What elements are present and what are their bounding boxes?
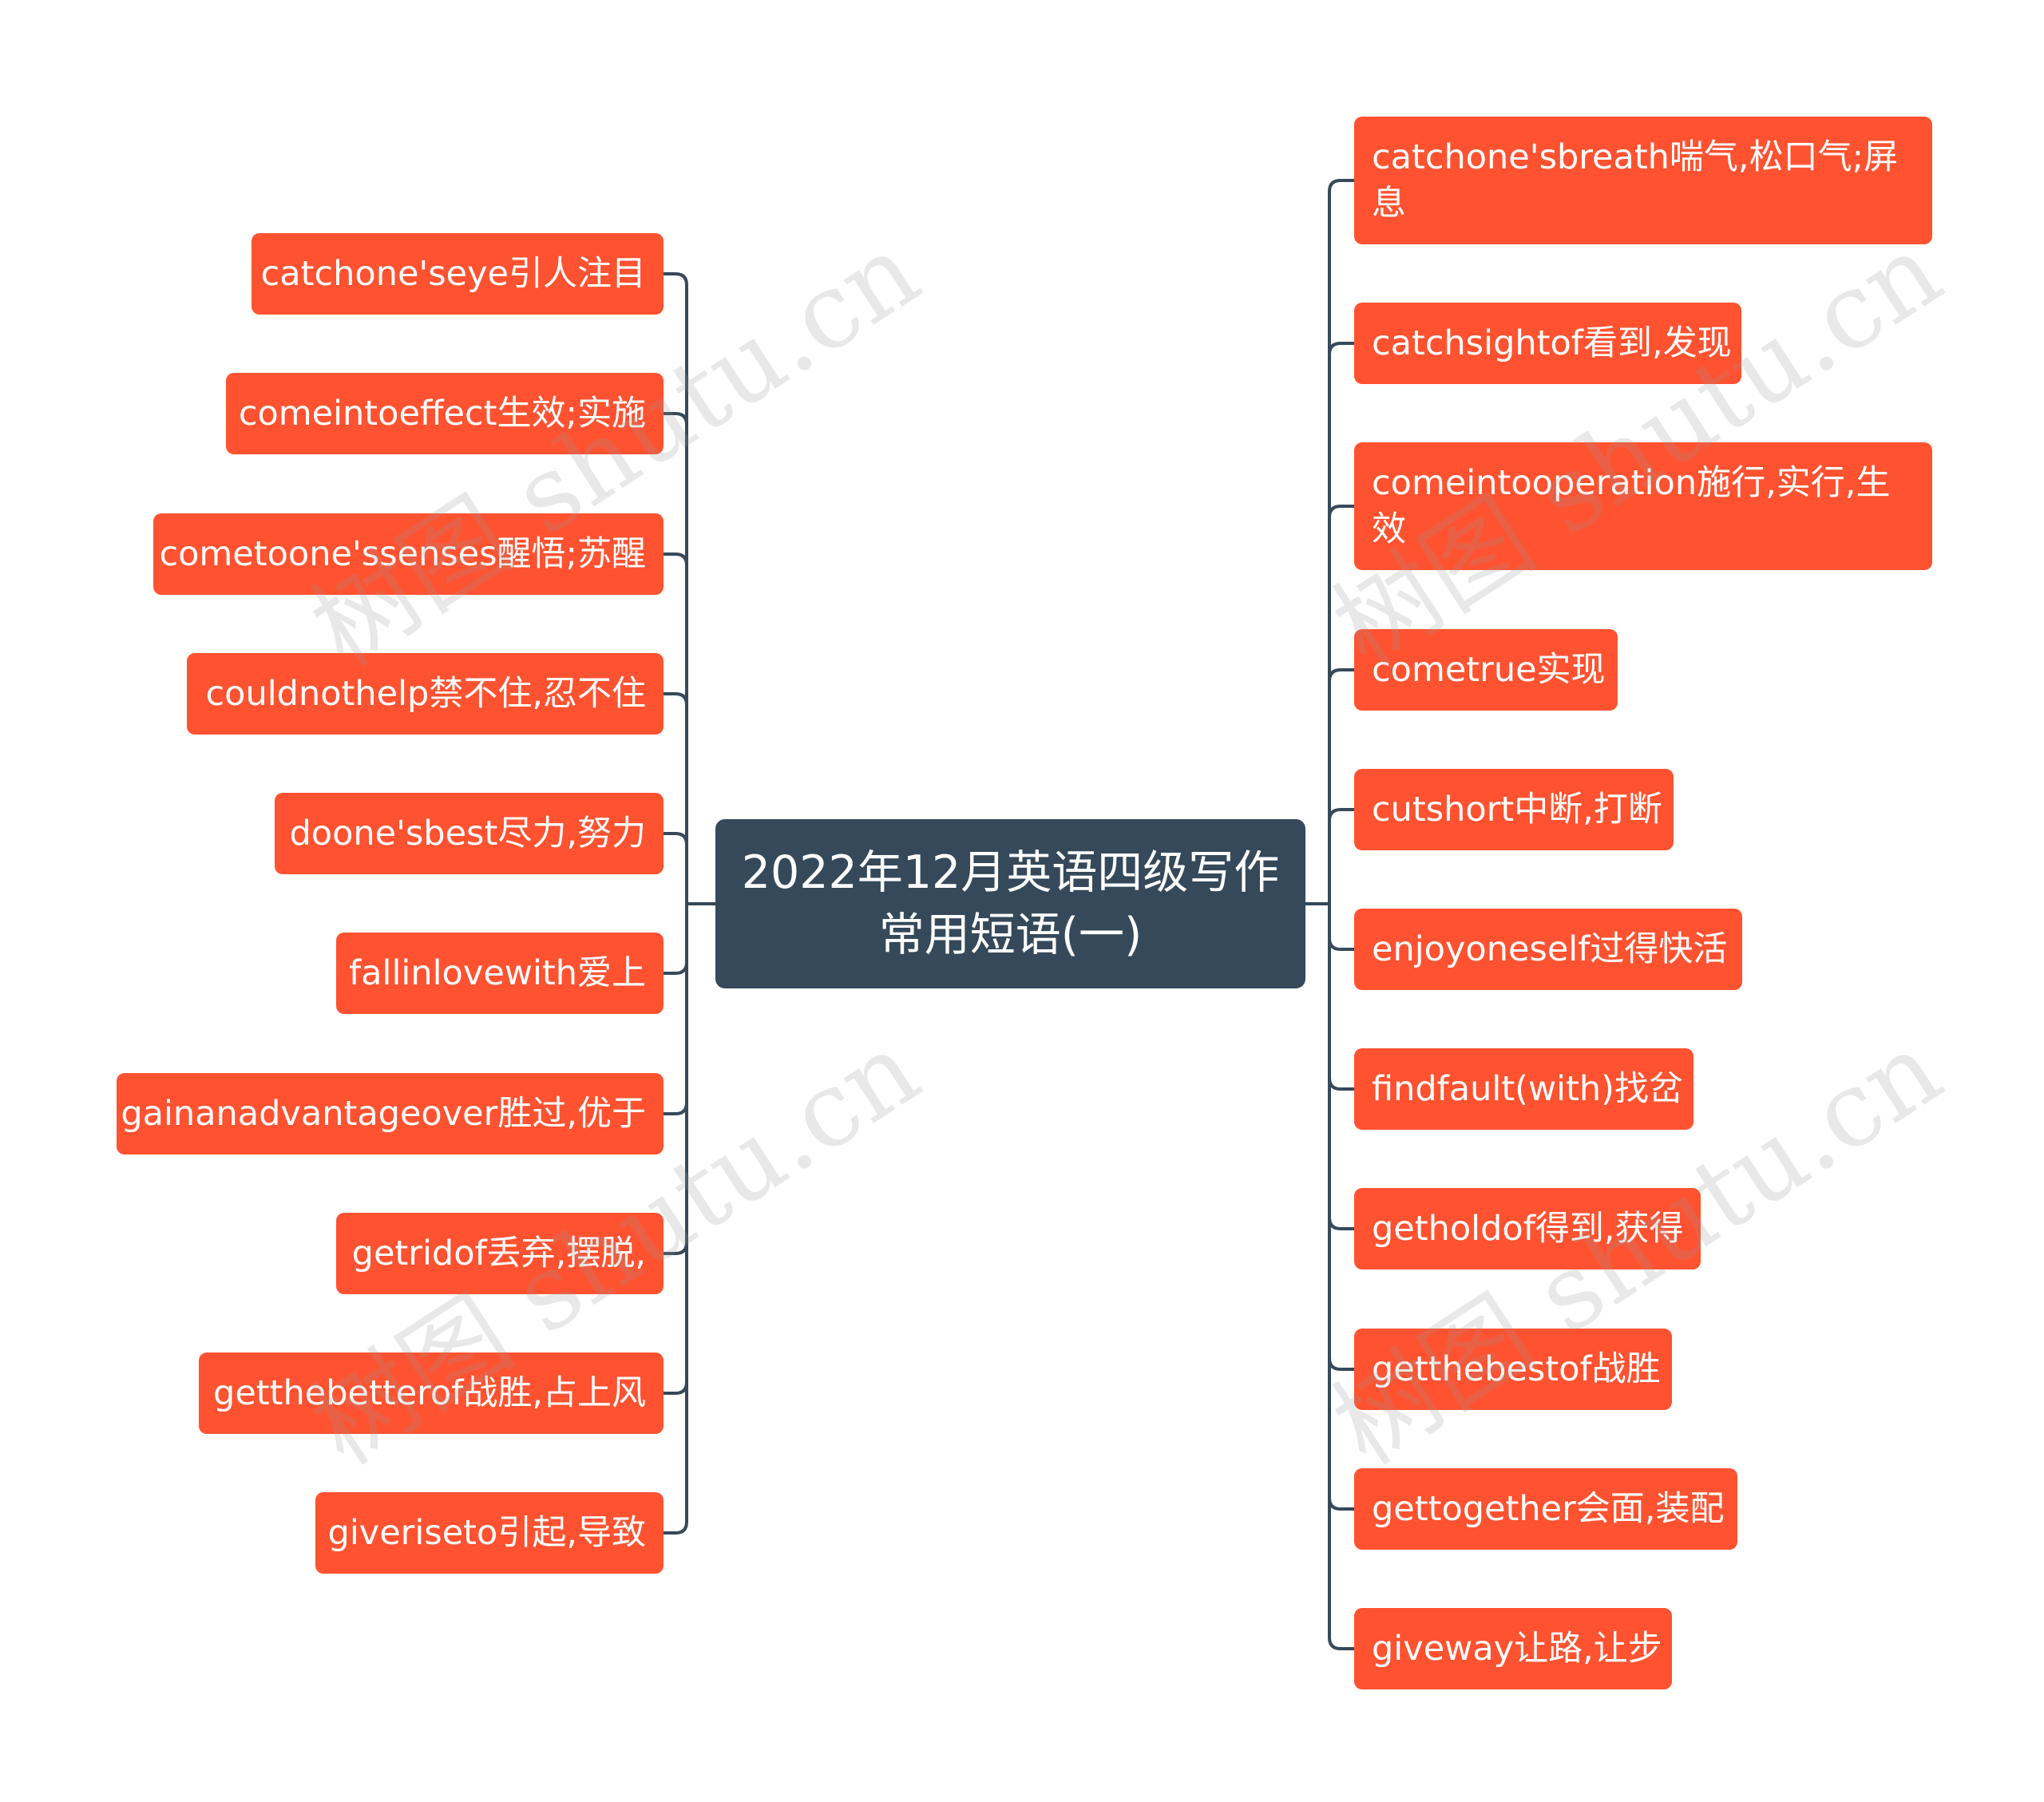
- root-title: 2022年12月英语四级写作常用短语(一): [741, 846, 1280, 961]
- right-node-7[interactable]: findfault(with)找岔: [1354, 1048, 1693, 1130]
- node-label: cometoone'ssenses醒悟;苏醒: [159, 534, 646, 574]
- right-branch-line: [1328, 668, 1354, 682]
- right-branch-line: [1328, 1077, 1354, 1091]
- node-label: comeintooperation施行,实行,生效: [1372, 463, 1891, 549]
- left-branch-line: [664, 1521, 688, 1535]
- left-branch-line: [664, 1242, 688, 1255]
- right-node-8[interactable]: getholdof得到,获得: [1354, 1188, 1701, 1269]
- left-node-9[interactable]: getthebetterof战胜,占上风: [199, 1352, 664, 1434]
- left-node-4[interactable]: couldnothelp禁不住,忍不住: [187, 653, 664, 735]
- left-branch-line: [664, 692, 688, 706]
- node-label: getthebetterof战胜,占上风: [213, 1373, 646, 1413]
- left-branch-line: [664, 1102, 688, 1115]
- right-branch-line: [1328, 505, 1354, 518]
- node-label: getholdof得到,获得: [1372, 1209, 1684, 1249]
- node-label: cutshort中断,打断: [1372, 790, 1662, 830]
- right-branch-line: [1328, 342, 1354, 355]
- right-node-3[interactable]: comeintooperation施行,实行,生效: [1354, 442, 1932, 570]
- node-label: giveway让路,让步: [1372, 1629, 1662, 1669]
- node-label: gettogether会面,装配: [1372, 1489, 1725, 1529]
- right-branch-line: [1328, 1357, 1354, 1371]
- right-node-5[interactable]: cutshort中断,打断: [1354, 769, 1674, 850]
- left-node-8[interactable]: getridof丢弃,摆脱,: [336, 1213, 664, 1294]
- root-topic[interactable]: 2022年12月英语四级写作常用短语(一): [715, 819, 1305, 988]
- right-branch-line: [1328, 937, 1354, 951]
- node-label: cometrue实现: [1372, 650, 1606, 690]
- left-node-2[interactable]: comeintoeffect生效;实施: [226, 373, 664, 454]
- left-branch-line: [664, 552, 688, 566]
- right-node-10[interactable]: gettogether会面,装配: [1354, 1468, 1737, 1550]
- left-branch-line: [664, 412, 688, 426]
- node-label: getridof丢弃,摆脱,: [351, 1234, 646, 1273]
- node-label: doone'sbest尽力,努力: [289, 814, 646, 853]
- left-node-10[interactable]: giveriseto引起,导致: [315, 1492, 664, 1574]
- left-branch-line: [664, 272, 688, 286]
- left-node-1[interactable]: catchone'seye引人注目: [252, 233, 664, 315]
- node-label: comeintoeffect生效;实施: [238, 394, 646, 434]
- node-label: couldnothelp禁不住,忍不住: [205, 674, 646, 714]
- node-label: catchsightof看到,发现: [1372, 323, 1732, 363]
- right-node-6[interactable]: enjoyoneself过得快活: [1354, 909, 1742, 990]
- node-label: fallinlovewith爱上: [349, 953, 646, 993]
- left-branch-line: [664, 961, 688, 975]
- node-label: catchone'seye引人注目: [260, 254, 646, 294]
- left-node-6[interactable]: fallinlovewith爱上: [336, 933, 664, 1014]
- right-branch-line: [1328, 1217, 1354, 1230]
- right-node-4[interactable]: cometrue实现: [1354, 629, 1618, 711]
- node-label: getthebestof战胜: [1372, 1349, 1661, 1389]
- node-label: catchone'sbreath喘气,松口气;屏息: [1372, 137, 1899, 224]
- left-branch-line: [664, 832, 688, 846]
- right-node-1[interactable]: catchone'sbreath喘气,松口气;屏息: [1354, 117, 1932, 244]
- right-branch-line: [1328, 179, 1354, 192]
- left-node-5[interactable]: doone'sbest尽力,努力: [275, 793, 664, 874]
- node-label: enjoyoneself过得快活: [1372, 929, 1728, 969]
- right-branch-line: [1328, 1637, 1354, 1650]
- node-label: giveriseto引起,导致: [327, 1513, 646, 1553]
- right-node-2[interactable]: catchsightof看到,发现: [1354, 303, 1741, 384]
- right-node-9[interactable]: getthebestof战胜: [1354, 1329, 1672, 1410]
- left-node-7[interactable]: gainanadvantageover胜过,优于: [117, 1073, 664, 1154]
- node-label: findfault(with)找岔: [1372, 1069, 1683, 1109]
- right-branch-line: [1328, 1497, 1354, 1511]
- left-node-3[interactable]: cometoone'ssenses醒悟;苏醒: [153, 513, 664, 595]
- left-branch-line: [664, 1381, 688, 1395]
- right-branch-line: [1328, 808, 1354, 822]
- right-node-11[interactable]: giveway让路,让步: [1354, 1608, 1672, 1689]
- node-label: gainanadvantageover胜过,优于: [121, 1094, 646, 1134]
